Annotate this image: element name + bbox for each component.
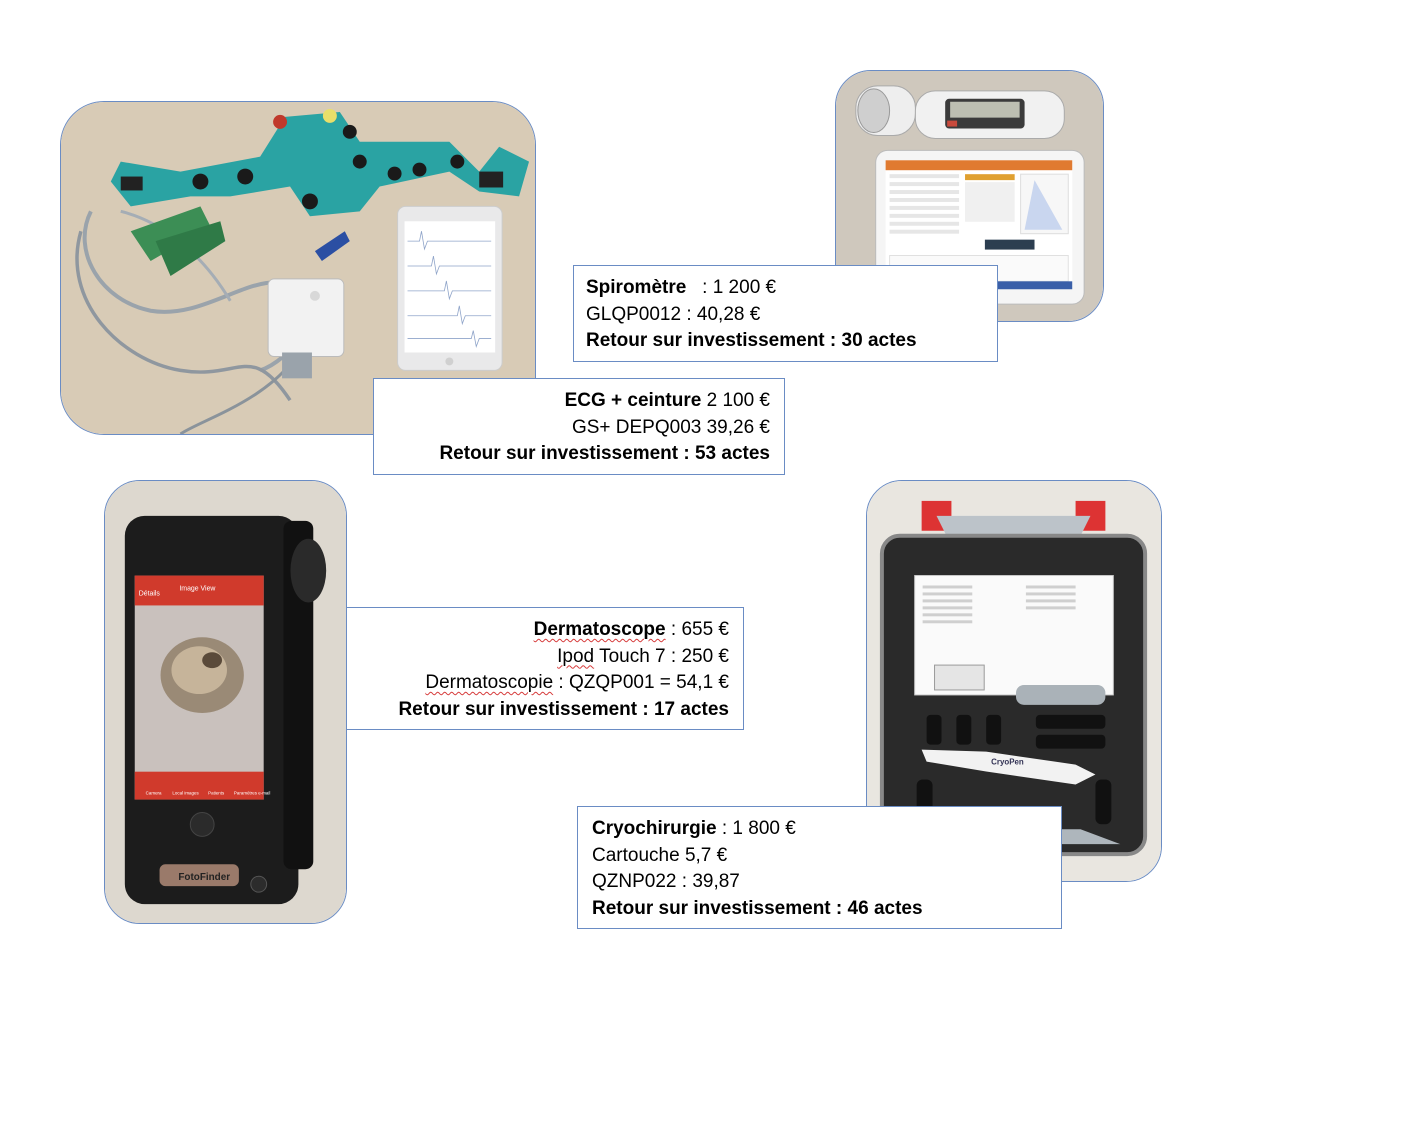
cryochirurgie-roi-value: : 46 actes xyxy=(835,897,923,919)
ecg-roi-label: Retour sur investissement xyxy=(439,443,679,464)
derma-tab-1: Camera xyxy=(146,791,162,796)
cryochirurgie-price-line: Cryochirurgie : 1 800 € xyxy=(592,816,1051,843)
cryochirurgie-label: Cryochirurgie xyxy=(592,818,717,839)
dermatoscope-roi-value: : 17 actes xyxy=(642,698,729,720)
cryochirurgie-code-line: QZNP022 : 39,87 xyxy=(592,871,740,892)
cryochirurgie-photo: CryoPen xyxy=(866,480,1162,882)
dermatoscope-photo: Détails Image View Camera Local images P… xyxy=(104,480,347,924)
derma-tab-3: Patients xyxy=(208,791,225,796)
spirometre-roi-line: Retour sur investissement : 30 actes xyxy=(586,328,987,355)
spirometre-code-line: GLQP0012 : 40,28 € xyxy=(586,303,761,325)
spirometre-roi-label: Retour sur investissement xyxy=(586,330,825,351)
dermatoscopie-line: Dermatoscopie : QZQP001 = 54,1 € xyxy=(357,670,729,697)
spirometre-roi-value: : 30 actes xyxy=(829,330,917,351)
derma-tab-2: Local images xyxy=(172,791,199,796)
spirometre-price-line: Spiromètre : 1 200 € xyxy=(586,275,987,302)
dermatoscope-roi-label: Retour sur investissement xyxy=(398,698,638,720)
ecg-code-line: GS+ DEPQ003 39,26 € xyxy=(571,416,770,438)
ipod-name: Ipod xyxy=(557,645,595,667)
derma-screen-title: Image View xyxy=(179,585,216,592)
dermatoscopie-rest: : QZQP001 = 54,1 € xyxy=(558,672,729,693)
ecg-roi-line: Retour sur investissement : 53 actes xyxy=(384,441,770,468)
ipod-line: Ipod Touch 7 : 250 € xyxy=(357,644,729,671)
cryochirurgie-roi-label: Retour sur investissement xyxy=(592,897,831,919)
dermatoscope-box: Dermatoscope : 655 € Ipod Touch 7 : 250 … xyxy=(346,607,744,730)
cartouche-line: Cartouche 5,7 € xyxy=(592,844,728,866)
spirometre-label: Spiromètre xyxy=(586,277,687,298)
cryo-brand: CryoPen xyxy=(991,758,1024,767)
ecg-roi-value: : 53 actes xyxy=(683,443,770,464)
ecg-price: 2 100 € xyxy=(706,390,770,411)
derma-back-label: Détails xyxy=(139,590,161,597)
dermatoscope-price-line: Dermatoscope : 655 € xyxy=(357,617,729,644)
ecg-label: ECG + ceinture xyxy=(564,390,702,411)
cryochirurgie-price: : 1 800 € xyxy=(721,818,796,839)
dermatoscope-roi-line: Retour sur investissement : 17 actes xyxy=(357,697,729,724)
dermatoscopie-name: Dermatoscopie xyxy=(425,672,554,693)
dermatoscope-label: Dermatoscope xyxy=(533,619,666,640)
derma-brand: FotoFinder xyxy=(178,872,230,883)
ecg-price-line: ECG + ceinture 2 100 € xyxy=(384,388,770,415)
ecg-box: ECG + ceinture 2 100 € GS+ DEPQ003 39,26… xyxy=(373,378,785,475)
derma-tab-4: Paramètres e-mail xyxy=(234,791,270,796)
spirometre-price: : 1 200 € xyxy=(702,277,777,298)
cryochirurgie-box: Cryochirurgie : 1 800 € Cartouche 5,7 € … xyxy=(577,806,1062,929)
cryochirurgie-roi-line: Retour sur investissement : 46 actes xyxy=(592,896,1051,923)
dermatoscope-price: : 655 € xyxy=(670,619,729,640)
ipod-rest: Touch 7 : 250 € xyxy=(599,645,729,667)
spirometre-box: Spiromètre : 1 200 € GLQP0012 : 40,28 € … xyxy=(573,265,998,362)
